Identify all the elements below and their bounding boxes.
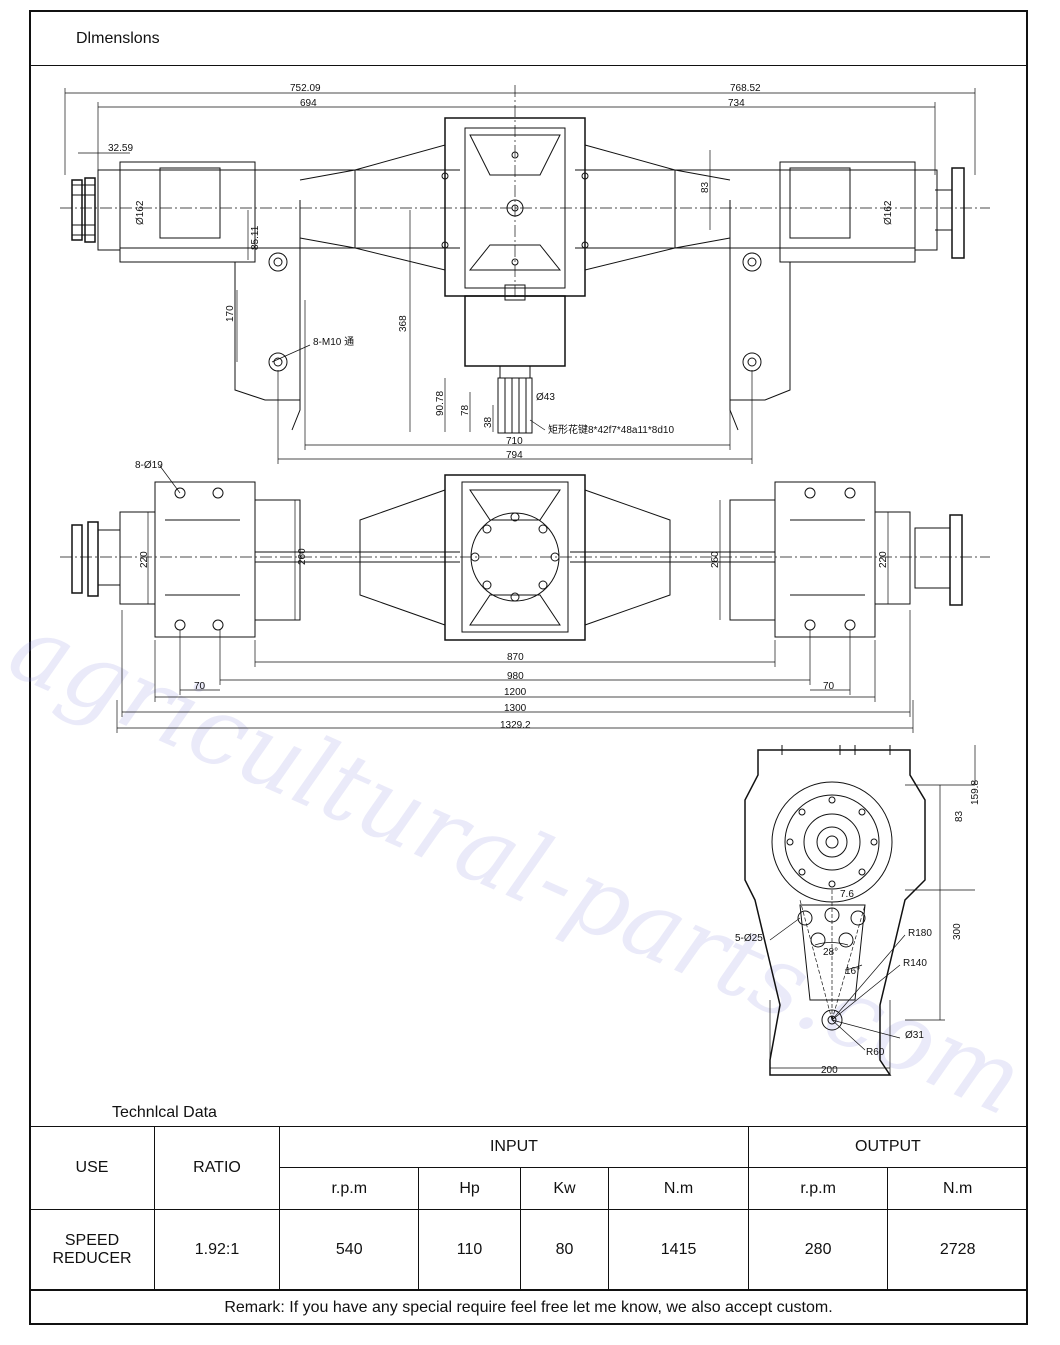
sub-in-hp: Hp <box>418 1167 521 1210</box>
header-output: OUTPUT <box>747 1126 1029 1168</box>
cell-in-rpm: 540 <box>278 1209 420 1290</box>
header-divider <box>31 65 1026 66</box>
page-title: Dlmenslons <box>76 30 160 47</box>
cell-in-kw: 80 <box>519 1209 610 1290</box>
dim-1200: 1200 <box>504 687 527 698</box>
technical-data-table: USE RATIO INPUT OUTPUT r.p.m Hp Kw N.m r… <box>29 1126 1029 1290</box>
dim-260-right: 260 <box>710 551 721 568</box>
dim-83-side: 83 <box>954 810 965 822</box>
dim-85: 85.11 <box>250 225 261 250</box>
dim-1300: 1300 <box>504 703 527 714</box>
table-row: SPEED REDUCER 1.92:1 540 110 80 1415 280… <box>29 1209 1028 1290</box>
dim-r60: R60 <box>866 1047 885 1058</box>
dim-734: 734 <box>728 98 745 109</box>
dim-220-right: 220 <box>878 551 889 568</box>
cell-in-nm: 1415 <box>608 1209 749 1290</box>
dim-28: 28° <box>823 947 838 958</box>
top-view <box>60 85 990 464</box>
dim-90: 90.78 <box>435 391 446 416</box>
dim-d162-left: Ø162 <box>135 200 146 225</box>
header-use: USE <box>29 1126 155 1210</box>
sheet-frame <box>29 10 1028 1325</box>
dim-159: 159.8 <box>970 780 981 805</box>
dim-368: 368 <box>398 315 409 332</box>
dim-d162-right: Ø162 <box>883 200 894 225</box>
dim-260-left: 260 <box>297 548 308 565</box>
dim-170: 170 <box>225 305 236 322</box>
cell-in-hp: 110 <box>418 1209 521 1290</box>
cell-out-rpm: 280 <box>747 1209 889 1290</box>
dim-16: 16° <box>845 966 860 977</box>
use-line1: SPEED <box>64 1231 120 1249</box>
sub-out-rpm: r.p.m <box>747 1167 889 1210</box>
dim-70-right: 70 <box>823 681 835 692</box>
dim-38: 38 <box>483 416 494 428</box>
dim-5d25: 5-Ø25 <box>735 933 763 944</box>
dim-70-left: 70 <box>194 681 206 692</box>
dim-980: 980 <box>507 671 524 682</box>
dim-768: 768.52 <box>730 83 761 94</box>
sub-in-nm: N.m <box>608 1167 749 1210</box>
dim-spline: 矩形花键8*42f7*48a11*8d10 <box>548 423 674 436</box>
dim-710: 710 <box>506 436 523 447</box>
sub-out-nm: N.m <box>887 1167 1028 1210</box>
dim-1329: 1329.2 <box>500 720 531 731</box>
dim-d43: Ø43 <box>536 392 555 403</box>
dim-bolt: 8-M10 通 <box>313 336 354 348</box>
dim-220-left: 220 <box>139 551 150 568</box>
technical-data-title: Technlcal Data <box>112 1104 217 1121</box>
side-view <box>744 745 976 1076</box>
dim-694: 694 <box>300 98 317 109</box>
dim-r140: R140 <box>903 958 927 969</box>
sub-in-kw: Kw <box>519 1167 610 1210</box>
dim-r180: R180 <box>908 928 932 939</box>
dim-752: 752.09 <box>290 83 321 94</box>
front-view <box>60 465 990 733</box>
remark: Remark: If you have any special require … <box>29 1290 1028 1325</box>
dim-d31: Ø31 <box>905 1030 924 1041</box>
dim-300: 300 <box>952 923 963 940</box>
dim-870: 870 <box>507 652 524 663</box>
use-line2: REDUCER <box>52 1249 132 1267</box>
dim-78: 78 <box>460 404 471 416</box>
dim-83-top: 83 <box>700 181 711 193</box>
cell-out-nm: 2728 <box>887 1209 1028 1290</box>
header-input: INPUT <box>279 1126 749 1168</box>
dim-794: 794 <box>506 450 523 461</box>
dim-7: 7.6 <box>840 889 854 900</box>
cell-use: SPEED REDUCER <box>29 1209 155 1290</box>
cell-ratio: 1.92:1 <box>154 1209 280 1290</box>
sub-in-rpm: r.p.m <box>278 1167 420 1210</box>
header-ratio: RATIO <box>154 1126 280 1210</box>
dim-8d19: 8-Ø19 <box>135 460 163 471</box>
dim-32: 32.59 <box>108 143 133 154</box>
dim-200: 200 <box>821 1065 838 1076</box>
